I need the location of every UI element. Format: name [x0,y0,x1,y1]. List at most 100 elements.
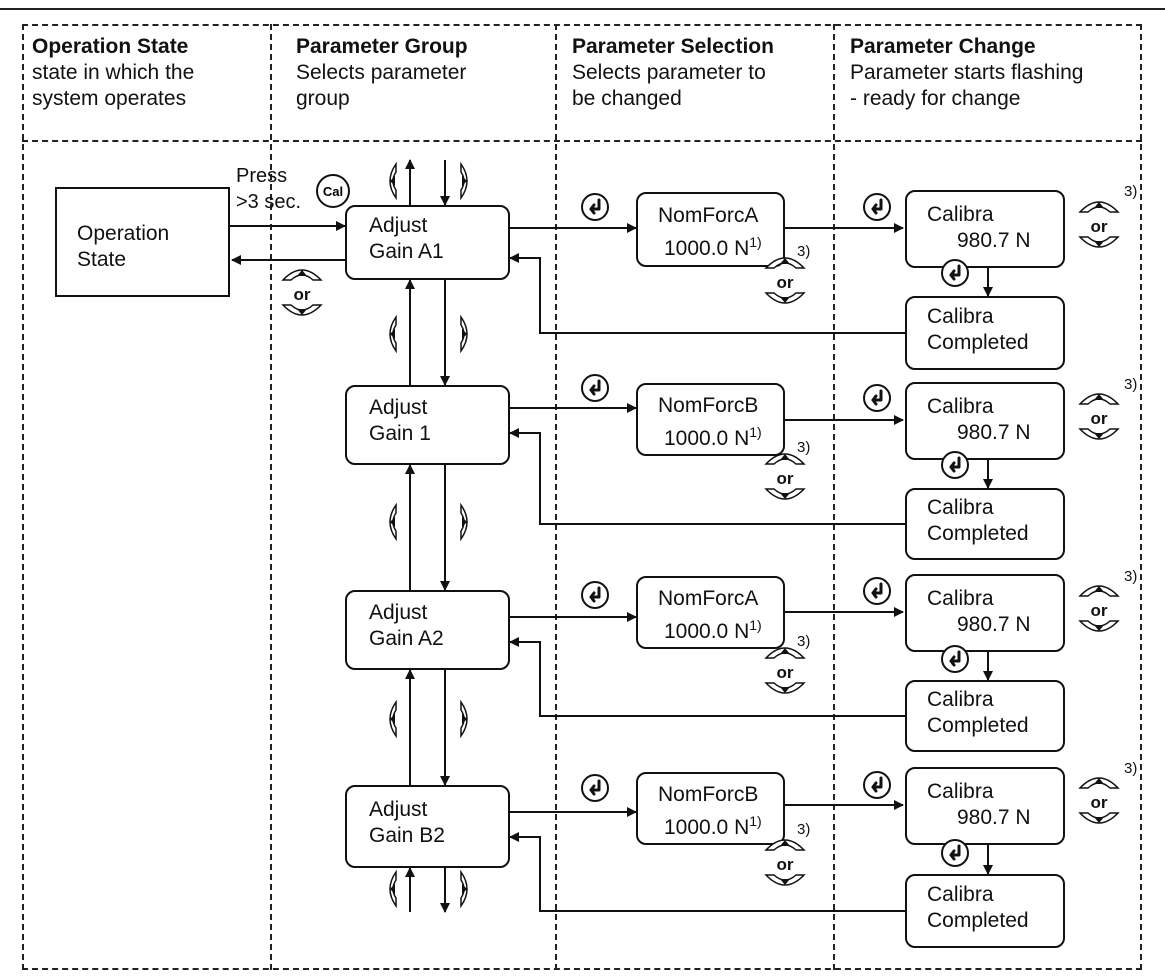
column-title: Parameter Group [296,35,468,58]
footnote-marker: 1) [749,234,762,250]
right-key-icon [460,162,468,200]
up-key-icon [764,257,806,269]
group-label: Gain B2 [369,824,445,847]
completed-box: Calibra Completed [905,488,1065,560]
enter-key-icon [941,645,969,673]
column-subtitle: Selects parameter [296,61,467,84]
up-down-key-group: or [1078,196,1120,258]
column-title: Parameter Selection [572,35,774,58]
change-box-calibra: Calibra 980.7 N [905,767,1065,845]
group-label: Gain A1 [369,240,444,263]
enter-key-icon [941,451,969,479]
enter-key-icon [863,193,891,221]
selection-value: 1000.0 N [664,237,750,260]
completed-box: Calibra Completed [905,296,1065,370]
or-label: or [776,855,794,874]
left-key-icon [389,162,397,200]
up-key-icon [1078,201,1120,213]
operation-state-box: Operation State [55,187,230,297]
header-parameter-group: Parameter Group Selects parameter group [296,34,468,112]
up-down-key-group: or [764,252,806,314]
left-key-icon [389,870,397,908]
enter-key-icon [941,259,969,287]
left-key-icon [389,700,397,738]
completed-box: Calibra Completed [905,680,1065,752]
completed-box: Calibra Completed [905,874,1065,948]
up-down-key-group: or [764,642,806,704]
selection-value: 1000.0 N [664,427,750,450]
right-key-icon [460,315,468,353]
column-subtitle: system operates [32,87,187,110]
completed-label: Completed [927,522,1029,545]
press-label: Press [236,165,288,187]
up-down-key-group: or [764,834,806,896]
column-subtitle: - ready for change [850,87,1021,110]
up-key-icon [764,453,806,465]
down-key-icon [764,488,806,500]
group-label: Gain A2 [369,627,444,650]
up-down-key-group: or [1078,772,1120,834]
change-value: 980.7 N [957,613,1031,636]
change-name: Calibra [927,203,994,226]
cal-icon-label: Cal [323,184,343,199]
completed-label: Calibra [927,496,994,519]
enter-key-icon [863,771,891,799]
column-divider-3 [833,24,835,970]
enter-key-icon [863,384,891,412]
completed-label: Completed [927,714,1029,737]
enter-key-icon [581,374,609,402]
diagram-frame [22,24,1142,970]
down-key-icon [281,304,323,316]
change-name: Calibra [927,780,994,803]
top-rule [0,8,1165,10]
or-label: or [1090,217,1108,236]
selection-name: NomForcB [658,394,759,417]
footnote-marker: 1) [749,424,762,440]
left-key-icon [389,315,397,353]
or-label: or [776,663,794,682]
group-box-adjust-gain-a2: Adjust Gain A2 [345,590,510,670]
operation-state-label: State [77,248,127,271]
completed-label: Calibra [927,688,994,711]
up-down-key-group: or [281,264,323,326]
selection-value-line: 1000.0 N1) [658,419,783,452]
selection-value-line: 1000.0 N1) [658,612,783,645]
or-label: or [1090,601,1108,620]
selection-box-nomforca: NomForcA 1000.0 N1) [636,192,785,267]
down-key-icon [1078,620,1120,632]
group-box-adjust-gain-a1: Adjust Gain A1 [345,205,510,280]
column-subtitle: be changed [572,87,682,110]
down-key-icon [764,292,806,304]
up-down-key-group: or [1078,580,1120,642]
up-key-icon [1078,585,1120,597]
up-key-icon [1078,393,1120,405]
selection-box-nomforca: NomForcA 1000.0 N1) [636,576,785,649]
change-name: Calibra [927,587,994,610]
selection-box-nomforcb: NomForcB 1000.0 N1) [636,383,785,456]
enter-key-icon [581,581,609,609]
column-title: Parameter Change [850,35,1036,58]
column-divider-2 [555,24,557,970]
up-key-icon [764,839,806,851]
up-key-icon [764,647,806,659]
selection-name: NomForcA [658,204,759,227]
or-label: or [776,469,794,488]
footnote-marker: 3) [1124,183,1138,200]
completed-label: Calibra [927,305,994,328]
selection-box-nomforcb: NomForcB 1000.0 N1) [636,772,785,845]
footnote-marker: 1) [749,617,762,633]
selection-value: 1000.0 N [664,816,750,839]
or-label: or [1090,793,1108,812]
change-box-calibra: Calibra 980.7 N [905,574,1065,652]
header-operation-state: Operation State state in which the syste… [32,34,194,112]
up-key-icon [1078,777,1120,789]
cal-button-icon: Cal [316,174,350,208]
column-subtitle: state in which the [32,61,195,84]
selection-name: NomForcB [658,783,759,806]
footnote-marker: 3) [1124,568,1138,585]
footnote-marker: 3) [1124,376,1138,393]
change-value: 980.7 N [957,421,1031,444]
group-box-adjust-gain-1: Adjust Gain 1 [345,385,510,465]
down-key-icon [1078,812,1120,824]
footnote-marker: 3) [1124,760,1138,777]
